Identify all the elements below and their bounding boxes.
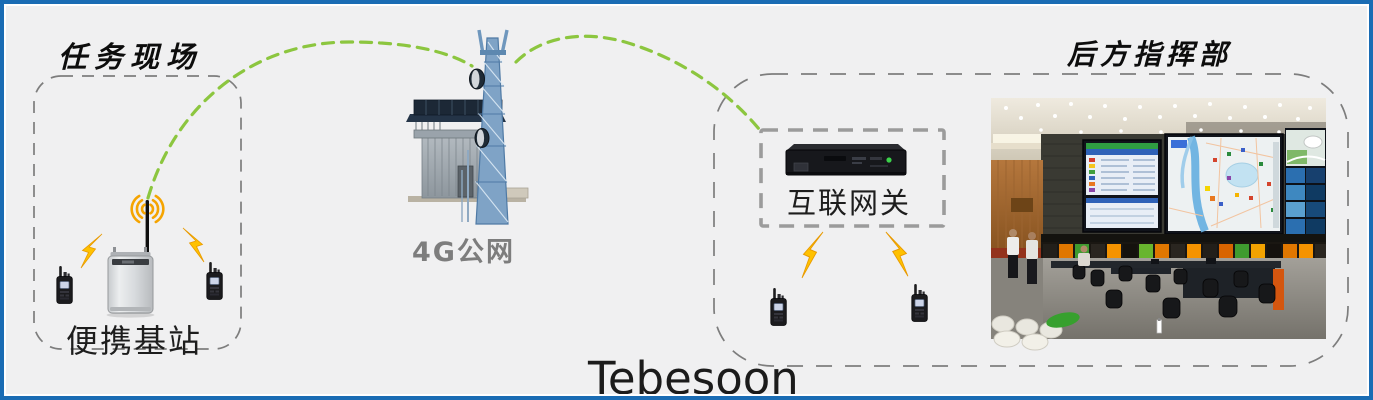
link-tower-to-hq — [514, 34, 761, 131]
screen-video-tiles — [1285, 128, 1326, 238]
lightning-bolt-icon — [885, 231, 909, 277]
gateway-device-icon — [785, 144, 907, 176]
screen-dispatch-list — [1082, 139, 1162, 233]
gateway-label: 互联网关 — [787, 186, 912, 220]
lightning-bolt-icon — [801, 231, 824, 279]
lightning-bolt-icon — [80, 233, 103, 269]
link-site-to-tower — [146, 40, 474, 200]
office-chairs — [1072, 264, 1276, 319]
site-zone-title: 任务现场 — [58, 40, 203, 74]
portable-radio-icon — [770, 287, 787, 326]
hq-zone-title: 后方指挥部 — [1067, 38, 1233, 71]
network-label: 4G公网 — [412, 237, 515, 268]
antenna-icon — [145, 200, 149, 262]
base-station-icon — [106, 194, 165, 318]
people — [1007, 229, 1090, 284]
base-station-label: 便携基站 — [66, 322, 203, 360]
foreground-chairs — [991, 312, 1162, 351]
portable-radio-icon — [56, 265, 73, 304]
green-cloth — [1046, 312, 1080, 328]
command-room-photo — [991, 98, 1326, 351]
ceiling-lights — [1004, 102, 1312, 134]
gateway-box — [759, 128, 946, 228]
tower-mast — [461, 29, 509, 225]
diagram-graphics-layer — [33, 29, 1349, 367]
site-group-box — [33, 75, 242, 350]
portable-radio-icon — [911, 283, 928, 322]
portable-radio-icon — [206, 261, 223, 300]
brand-logo-text: Tebesoon — [588, 352, 799, 400]
cell-tower-icon — [406, 29, 529, 225]
wifi-signal-icon — [130, 194, 165, 224]
screen-city-map — [1164, 133, 1284, 235]
lightning-bolt-icon — [182, 227, 205, 263]
hq-group-box — [713, 73, 1349, 367]
